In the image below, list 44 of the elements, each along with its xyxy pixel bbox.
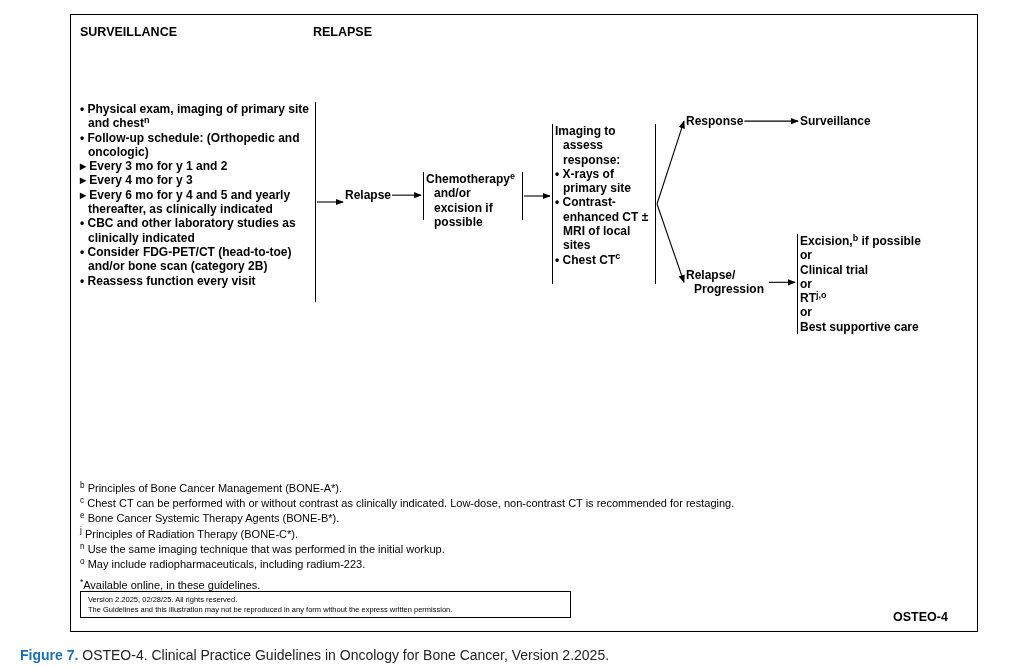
- node-text: • CBC and other laboratory studies as clinically indicated: [80, 216, 297, 245]
- node-text: Best supportive care: [800, 319, 920, 335]
- node-text: • Consider FDG-PET/CT (head-to-toe) and/or bone scan (category 2B): [80, 244, 293, 274]
- node-text: Imaging to assess response:: [555, 124, 622, 167]
- node-text: • X-rays of primary site: [555, 166, 633, 196]
- page-code: OSTEO-4: [893, 609, 948, 626]
- node-text: ▸ Every 3 mo for y 1 and 2: [80, 159, 229, 174]
- footnote: $^{n}$ Use the same imaging technique that was performed in the initial workup.: [80, 541, 446, 557]
- node-text: • Reassess function every visit: [80, 273, 257, 288]
- surveillance-list: [80, 102, 316, 302]
- column-heading: RELAPSE: [313, 24, 373, 41]
- arrow: [391, 191, 422, 199]
- node-text: ▸ Every 4 mo for y 3: [80, 173, 194, 188]
- node-text: • Chest CT$^{c}$: [555, 252, 622, 267]
- footnote: $^{*}$Available online, in these guidelines.: [80, 578, 262, 594]
- arrow: [523, 192, 551, 200]
- footnote: $^{o}$ May include radiopharmaceuticals, including radium-223.: [80, 557, 367, 572]
- arrow: [656, 120, 685, 205]
- node-text: or: [800, 305, 813, 320]
- arrow: [316, 198, 344, 206]
- node-text: ▸ Every 6 mo for y 4 and 5 and yearly thereafter, as clinically indicated: [80, 187, 292, 217]
- node-text: Clinical trial: [800, 262, 870, 277]
- arrow: [768, 279, 796, 286]
- figure-caption: Figure 7. OSTEO-4. Clinical Practice Guidelines in Oncology for Bone Cancer, Version 2.2025.: [20, 646, 610, 665]
- node-text: or: [800, 248, 813, 263]
- node-text: • Physical exam, imaging of primary site and chest$^{n}$: [80, 102, 310, 131]
- node-text: or: [800, 276, 813, 292]
- node-text: Surveillance: [800, 114, 871, 129]
- node-text: RT$^{j,o}$: [800, 291, 828, 306]
- footnote: $^{c}$ Chest CT can be performed with or without contrast as clinically indicated. Low-dose, non-contrast CT is recommended for restaging.: [80, 496, 735, 512]
- arrow: [656, 203, 685, 284]
- node-text: • Contrast-enhanced CT ± MRI of local sites: [555, 195, 650, 253]
- arrow: [743, 117, 799, 125]
- node-text: Response: [686, 114, 744, 129]
- node-text: Relapse/ Progression: [686, 268, 766, 297]
- node-text: Relapse: [345, 188, 392, 203]
- footnote: $^{b}$ Principles of Bone Cancer Management (BONE-A*).: [80, 481, 343, 496]
- node-text: Excision,$^{b}$ if possible: [800, 234, 922, 249]
- node-text: Chemotherapy$^{e}$ and/or excision if possible: [426, 172, 517, 230]
- footnote: $^{j}$ Principles of Radiation Therapy (BONE-C*).: [80, 526, 300, 542]
- imaging-bracket: [552, 124, 656, 284]
- column-heading: SURVEILLANCE: [80, 24, 177, 41]
- node-text: • Follow-up schedule: (Orthopedic and oncologic): [80, 130, 301, 160]
- footnote: $^{e}$ Bone Cancer Systemic Therapy Agents (BONE-B*).: [80, 511, 341, 526]
